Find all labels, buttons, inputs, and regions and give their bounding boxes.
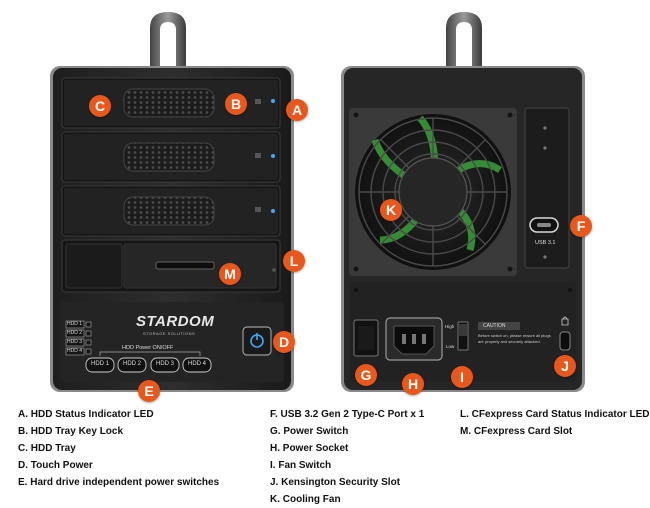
legend-item: A. HDD Status Indicator LED <box>18 409 154 420</box>
front-device-drawing <box>50 12 294 392</box>
callout-l: L <box>283 250 305 272</box>
legend-column-3: L. CFexpress Card Status Indicator LED M… <box>460 406 650 440</box>
legend-item: M. CFexpress Card Slot <box>460 426 573 437</box>
legend-item: G. Power Switch <box>270 426 349 437</box>
callout-i: I <box>451 366 473 388</box>
hdd-power-label: HDD Power ON/OFF <box>122 345 174 351</box>
fan-low-label: Low <box>446 344 455 349</box>
touch-power-button <box>242 326 272 356</box>
legend-item: I. Fan Switch <box>270 460 332 471</box>
callout-e: E <box>138 380 160 402</box>
callout-a: A <box>286 99 308 121</box>
callout-j: J <box>554 355 576 377</box>
carry-handle-back <box>446 12 482 70</box>
hdd-tray-3 <box>61 185 281 237</box>
legend-column-2: F. USB 3.2 Gen 2 Type-C Port x 1 G. Powe… <box>270 406 424 508</box>
cooling-fan <box>355 114 511 270</box>
callout-k: K <box>380 199 402 221</box>
legend-item: H. Power Socket <box>270 443 349 454</box>
callout-m: M <box>219 263 241 285</box>
hdd-power-button-4[interactable]: HDD 4 <box>188 361 207 367</box>
legend-item: B. HDD Tray Key Lock <box>18 426 124 437</box>
legend-item: C. HDD Tray <box>18 443 76 454</box>
usb-port-label: USB 3.1 <box>535 240 556 246</box>
indicator-label: HDD 1 <box>67 321 83 327</box>
warning-text: Before switch on, please ensure all plug… <box>478 333 551 344</box>
back-device: USB 3.1 High Low CAUTION Before switch o… <box>341 12 585 392</box>
hdd-power-button-1[interactable]: HDD 1 <box>91 361 110 367</box>
legend-item: K. Cooling Fan <box>270 494 341 505</box>
indicator-label: HDD 3 <box>67 339 83 345</box>
legend-item: E. Hard drive independent power switches <box>18 477 220 488</box>
back-device-drawing <box>341 12 585 392</box>
callout-d: D <box>273 331 295 353</box>
legend-item: L. CFexpress Card Status Indicator LED <box>460 409 650 420</box>
legend-column-1: A. HDD Status Indicator LED B. HDD Tray … <box>18 406 219 491</box>
hdd-tray-1 <box>61 77 281 129</box>
callout-h: H <box>402 373 424 395</box>
kensington-slot <box>559 331 571 351</box>
callout-g: G <box>355 364 377 386</box>
hdd-power-button-3[interactable]: HDD 3 <box>156 361 175 367</box>
fan-high-label: High <box>445 324 455 329</box>
callout-b: B <box>225 93 247 115</box>
legend-item: D. Touch Power <box>18 460 93 471</box>
indicator-label: HDD 2 <box>67 330 83 336</box>
legend-item: F. USB 3.2 Gen 2 Type-C Port x 1 <box>270 409 425 420</box>
front-device: STARDOM STORAGE SOLUTIONS HDD 1 HDD 2 HD… <box>0 0 320 400</box>
brand-logo: STARDOM <box>136 313 215 330</box>
caution-label: CAUTION <box>483 323 506 329</box>
callout-f: F <box>570 215 592 237</box>
callout-c: C <box>89 95 111 117</box>
brand-tagline: STORAGE SOLUTIONS <box>143 331 196 336</box>
hdd-tray-2 <box>61 131 281 183</box>
hdd-power-button-2[interactable]: HDD 2 <box>123 361 142 367</box>
indicator-label: HDD 4 <box>67 348 83 354</box>
legend-item: J. Kensington Security Slot <box>270 477 401 488</box>
carry-handle <box>150 12 186 70</box>
